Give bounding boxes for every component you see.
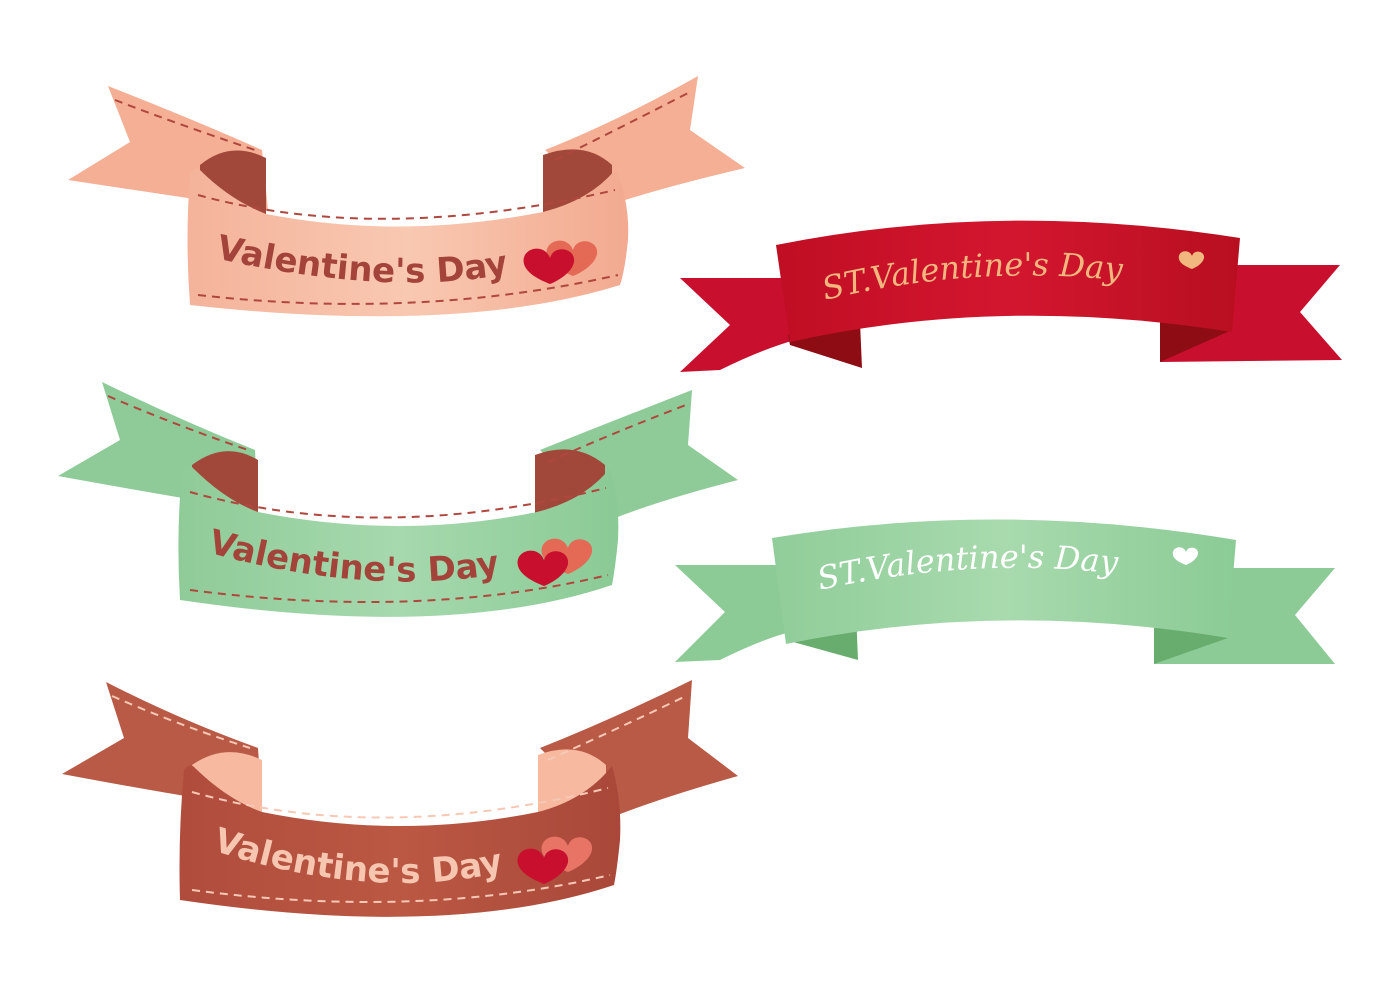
- ribbon-banner-peach: Valentine's Day: [68, 76, 745, 317]
- heart-icon: [517, 848, 569, 884]
- ribbon-stitch-bottom: [189, 574, 609, 603]
- ribbon-banner-brown: Valentine's Day: [62, 680, 738, 917]
- ribbon-tail-left: [675, 565, 790, 662]
- ribbon-fold-right: [1154, 628, 1228, 664]
- ribbon-stitch-top: [191, 787, 609, 819]
- ribbon-stitch-top: [197, 189, 616, 220]
- heart-icon: [1178, 251, 1205, 269]
- ribbon-stitch-tail-right: [547, 695, 687, 761]
- ribbon-stitch-tail-left: [114, 99, 256, 151]
- heart-icon: [1172, 547, 1199, 565]
- ribbon-stitch-tail-left: [111, 695, 251, 749]
- ribbon-banner-mint: ST.Valentine's Day: [675, 519, 1335, 664]
- ribbon-stitch-tail-right: [554, 91, 691, 161]
- ribbon-stitch-tail-left: [107, 395, 249, 451]
- ribbon-face: [179, 765, 621, 917]
- heart-icon: [523, 248, 575, 284]
- ribbon-stitch-tail-right: [547, 404, 687, 463]
- ribbon-face: [178, 465, 619, 617]
- ribbon-stitch-bottom: [197, 274, 619, 305]
- ribbon-face: [772, 519, 1236, 644]
- ribbon-banner-green: Valentine's Day: [58, 382, 738, 617]
- ribbon-face: [776, 220, 1240, 342]
- ribbon-banner-red: ST.Valentine's Day: [680, 220, 1342, 372]
- ribbon-tail-left: [680, 278, 795, 372]
- heart-icon: [517, 550, 569, 586]
- ribbon-stitch-top: [189, 487, 607, 519]
- ribbon-face: [187, 168, 629, 317]
- ribbon-stitch-bottom: [191, 874, 611, 903]
